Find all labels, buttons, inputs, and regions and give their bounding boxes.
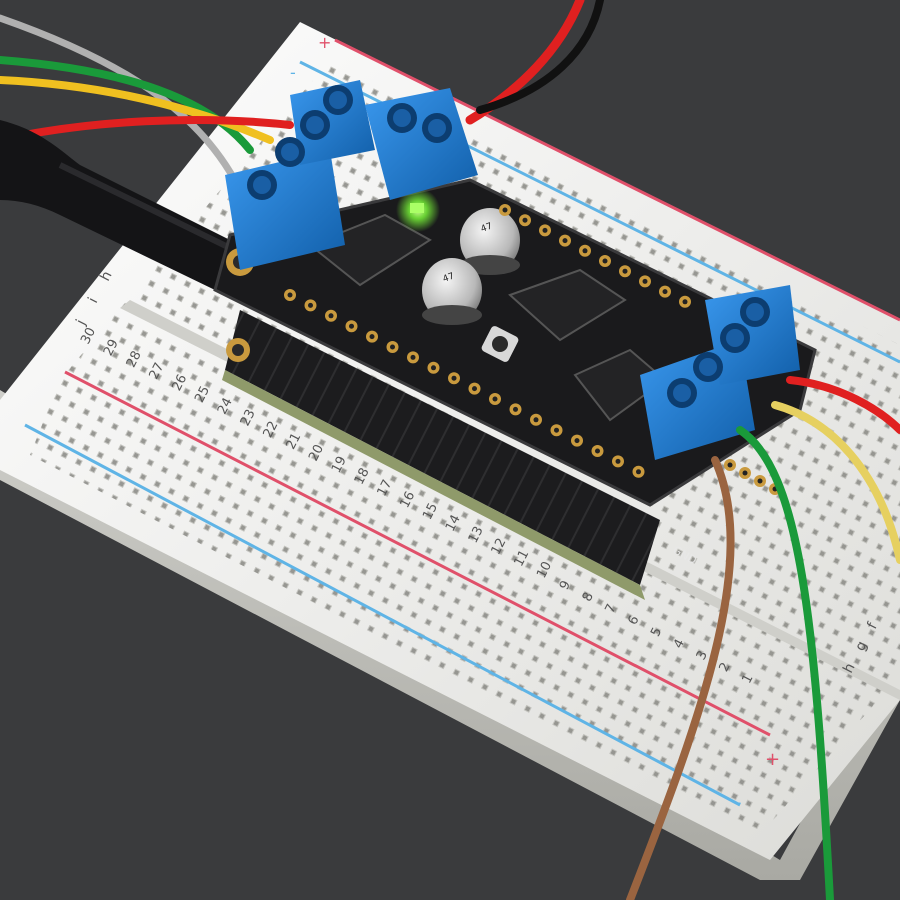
column-number: 10: [534, 559, 555, 581]
pin-hole: [682, 299, 688, 305]
rail-red-top: [334, 38, 900, 322]
breadboard-side: [0, 390, 900, 880]
wire-yellow-right: [771, 401, 900, 564]
pin-pads-bottom: [284, 289, 645, 478]
right-wires: [626, 376, 900, 900]
driver-chip-1: [308, 213, 432, 287]
column-number: 27: [147, 360, 168, 382]
pin-hole: [582, 248, 588, 254]
pin-hole: [742, 470, 748, 476]
column-number: 14: [443, 512, 464, 534]
wire-red-left: [0, 116, 294, 144]
pin-hole: [757, 478, 763, 484]
pin-hole: [662, 289, 668, 295]
status-led: [410, 203, 424, 213]
rail-blue-bottom: [24, 423, 741, 807]
pin-hole: [410, 354, 416, 360]
pin-hole: [622, 268, 628, 274]
pin-hole: [542, 227, 548, 233]
wire-black-top: [476, 0, 604, 114]
pin-hole: [513, 406, 518, 412]
driver-chip-2: [508, 268, 627, 342]
column-number: 18: [352, 466, 373, 488]
column-number: 26: [169, 372, 190, 394]
terminal-block-top: [365, 88, 478, 200]
column-number: 25: [192, 384, 213, 406]
column-number: 15: [420, 501, 441, 523]
pin-hole: [595, 448, 600, 454]
left-wires: [0, 0, 604, 194]
row-letter: i: [85, 295, 101, 306]
svg-text:47: 47: [480, 222, 494, 235]
column-number: 19: [329, 454, 350, 476]
capacitor-2: 47: [422, 258, 482, 325]
header-stack: [222, 310, 660, 600]
rail-plus-label: +: [318, 33, 331, 52]
pin-hole: [642, 278, 648, 284]
pin-hole: [554, 427, 559, 433]
usb-cable: [0, 120, 240, 290]
pin-hole: [522, 217, 528, 223]
terminal-block-right: [640, 285, 800, 460]
pin-hole: [562, 238, 568, 244]
rail-plus-label-bottom: +: [765, 749, 780, 770]
pin-hole: [451, 375, 457, 381]
row-letter: j: [73, 317, 89, 329]
pin-hole: [615, 458, 621, 464]
column-number: 12: [489, 536, 510, 558]
pin-hole: [349, 323, 354, 329]
column-number: 13: [466, 524, 487, 546]
pin-hole: [308, 302, 313, 308]
wire-brown: [626, 456, 735, 900]
pin-hole: [492, 396, 498, 402]
rail-red-bottom: [64, 370, 771, 737]
rail-minus-label: -: [290, 63, 296, 82]
pin-hole: [431, 365, 436, 371]
column-number: 17: [375, 477, 396, 499]
column-number: 30: [78, 325, 99, 347]
column-number: 29: [101, 337, 122, 359]
pin-hole: [472, 386, 477, 392]
pin-hole: [390, 344, 395, 350]
pin-hole: [602, 258, 608, 264]
pin-hole: [502, 207, 508, 213]
column-number: 22: [261, 419, 282, 441]
rail-minus-label-bottom: -: [735, 792, 742, 813]
pin-hole: [727, 462, 733, 468]
pin-hole: [533, 417, 539, 423]
pin-hole: [369, 334, 375, 340]
wire-green-left: [0, 56, 254, 154]
column-numbers: 3029282726252423222120191817161514131211…: [78, 325, 756, 686]
column-number: 16: [397, 489, 418, 511]
column-number: 24: [215, 395, 236, 417]
column-number: 21: [283, 431, 304, 453]
wire-green-right: [736, 426, 834, 900]
column-number: 28: [124, 349, 145, 371]
svg-text:47: 47: [442, 272, 456, 285]
pin-hole: [287, 292, 293, 298]
pin-hole: [328, 313, 334, 319]
terminal-blocks: [225, 80, 800, 460]
pin-hole: [636, 469, 641, 475]
pin-hole: [574, 438, 580, 444]
pin-pads-top: [499, 204, 691, 308]
column-number: 20: [306, 442, 327, 464]
wire-red-right: [786, 376, 900, 434]
terminal-block-left: [225, 80, 375, 270]
column-number: 23: [238, 407, 259, 429]
wire-yellow-left: [0, 76, 274, 144]
column-number: 11: [511, 548, 532, 570]
reset-button[interactable]: [480, 325, 519, 364]
